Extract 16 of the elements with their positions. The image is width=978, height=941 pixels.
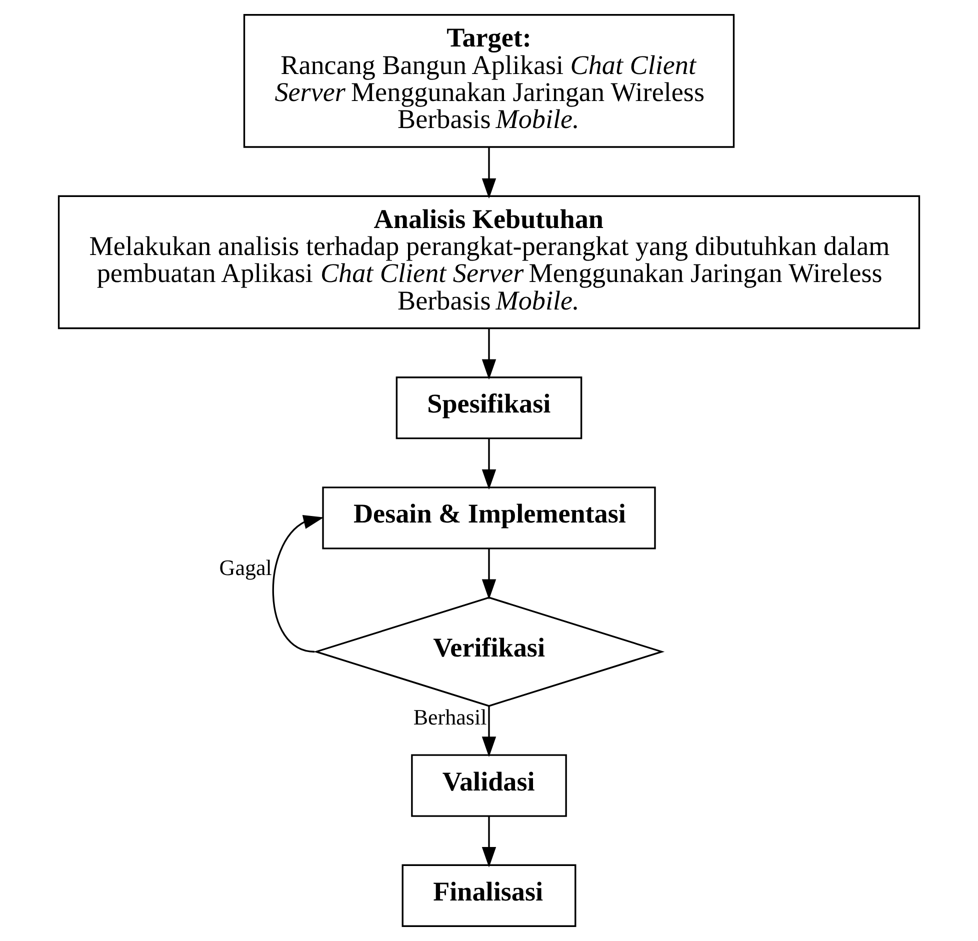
node-box: Desain & Implementasi	[322, 486, 656, 550]
node-diamond: Verifikasi	[313, 596, 665, 707]
arrow	[482, 548, 496, 600]
edge-label: Gagal	[219, 554, 272, 580]
node-box: Finalisasi	[402, 864, 576, 927]
node-box: Target: Rancang Bangun Aplikasi Chat Client Server Menggunakan Jaringan Wireless Berbasis Mobile.	[243, 14, 735, 148]
node-box: Validasi	[411, 754, 567, 817]
edge-label: Berhasil	[413, 704, 487, 730]
arrow	[482, 438, 496, 490]
arrow	[482, 816, 496, 868]
arrow	[482, 147, 496, 199]
arrow	[272, 515, 324, 653]
node-box: Spesifikasi	[396, 376, 582, 440]
arrow	[482, 328, 496, 380]
arrow	[482, 706, 496, 757]
node-box: Analisis Kebutuhan Melakukan analisis terhadap perangkat-perangkat yang dibutuhkan dalam pembuatan Aplikasi Chat Client Server Menggunakan Jaringan Wireless Berbasis Mobile.	[58, 195, 920, 330]
